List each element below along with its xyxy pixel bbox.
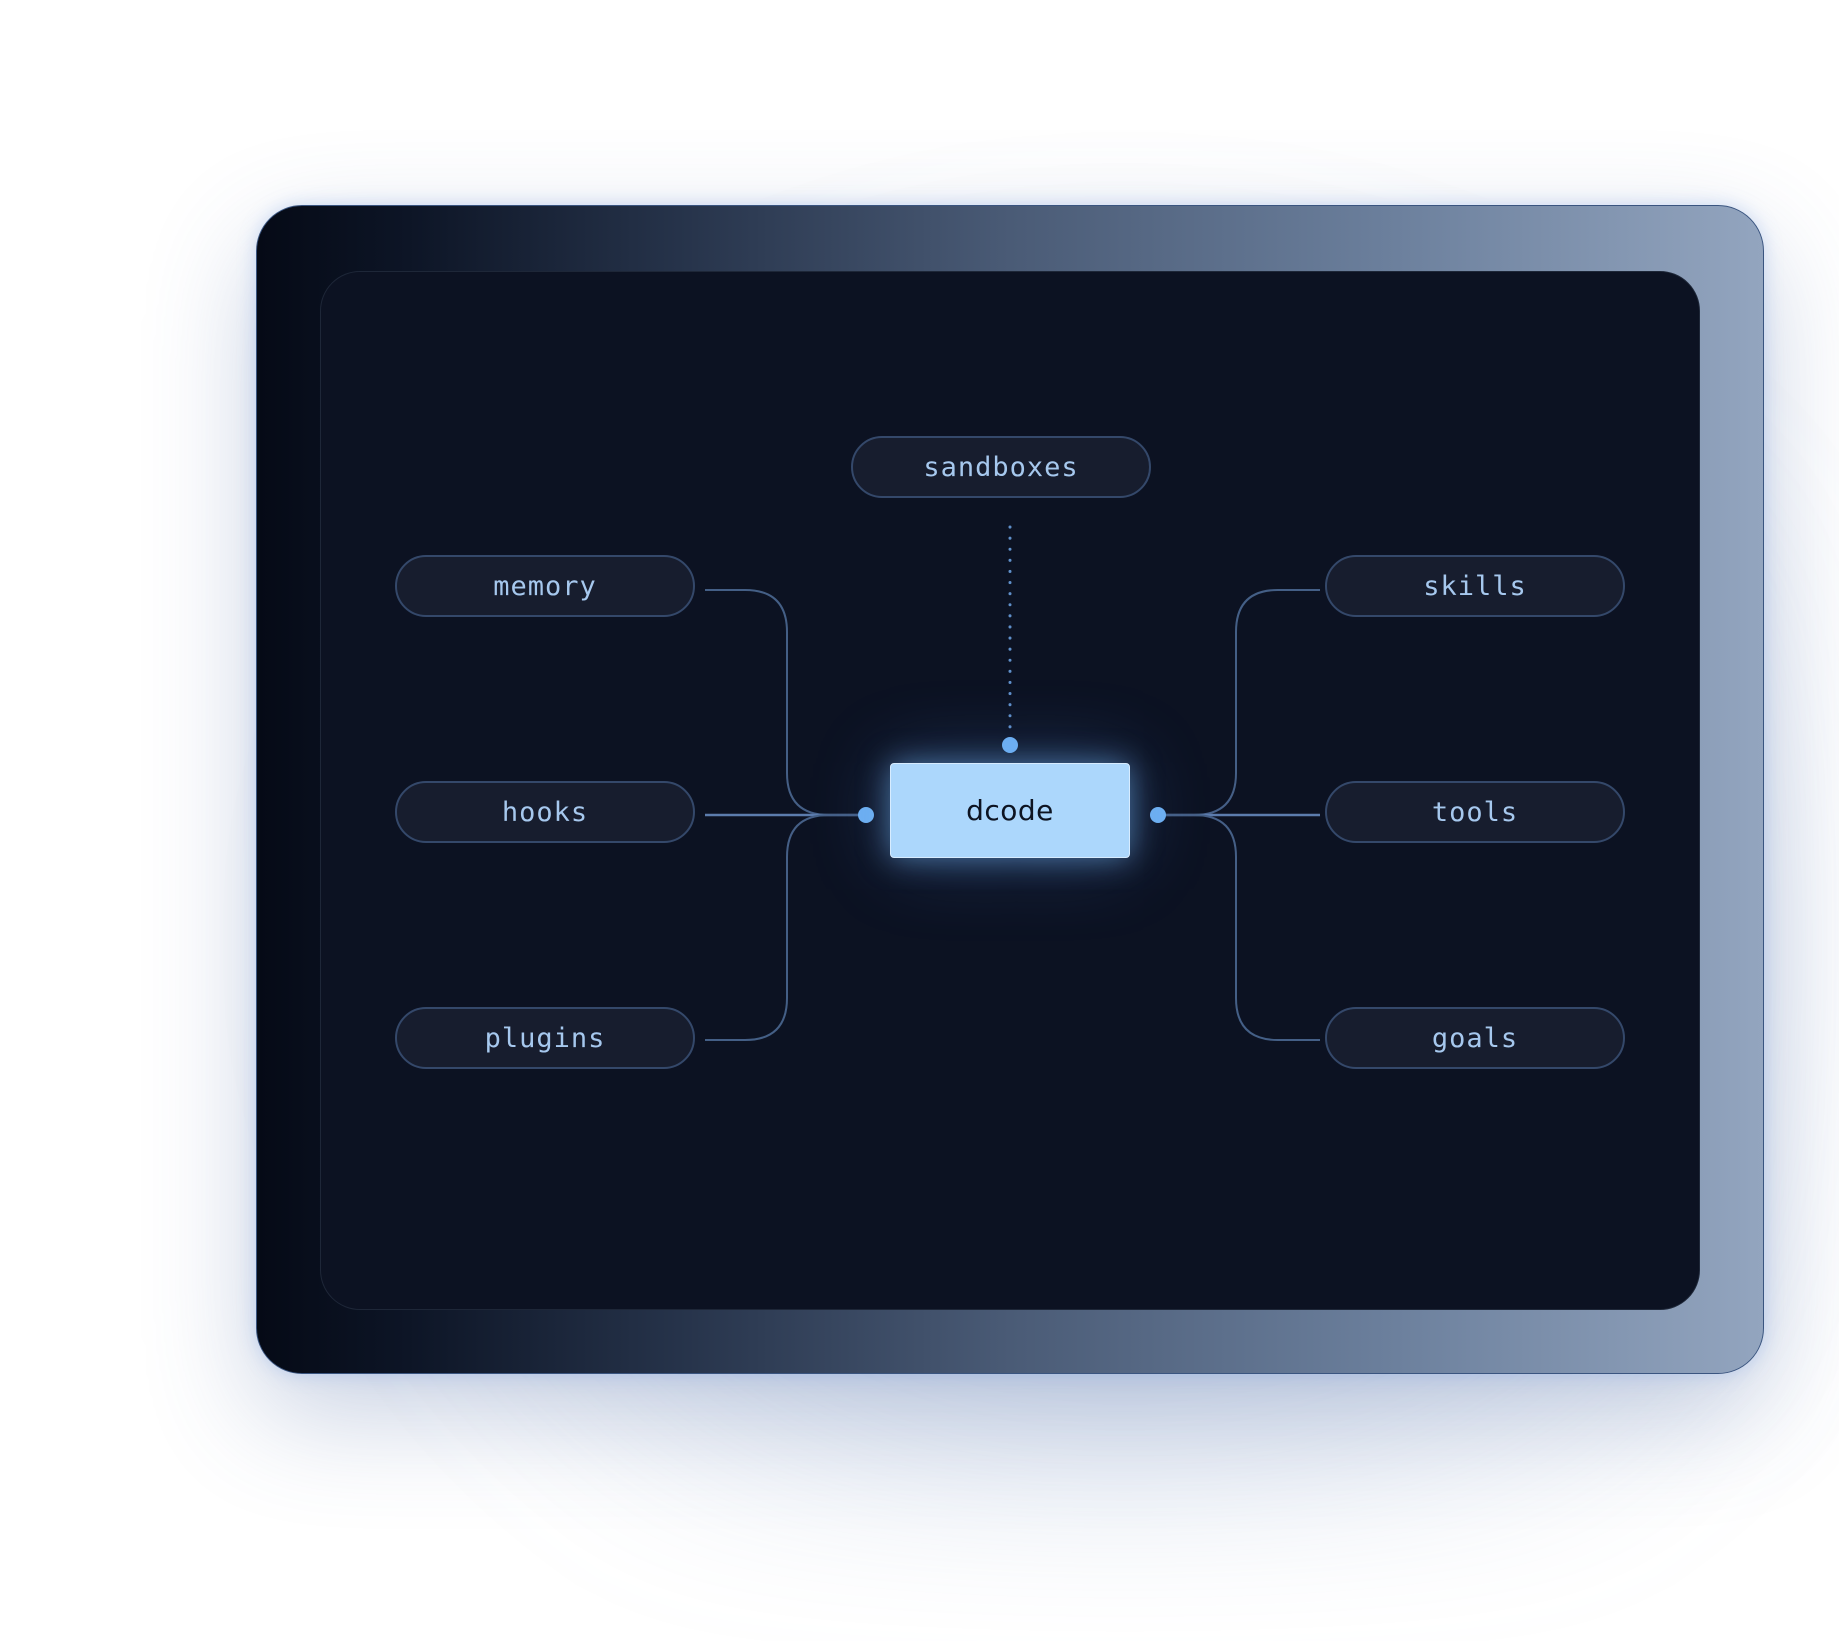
node-hooks-label: hooks [501, 796, 589, 828]
node-sandboxes[interactable]: sandboxes [851, 436, 1151, 498]
hub-node-dcode[interactable]: dcode [890, 763, 1130, 858]
node-skills[interactable]: skills [1325, 555, 1625, 617]
node-hooks[interactable]: hooks [395, 781, 695, 843]
connector-dot-top [1002, 737, 1018, 753]
connector-memory [705, 589, 866, 816]
connector-plugins [705, 814, 866, 1041]
node-memory-label: memory [493, 570, 597, 602]
hub-label: dcode [966, 794, 1054, 827]
node-skills-label: skills [1423, 570, 1527, 602]
node-memory[interactable]: memory [395, 555, 695, 617]
node-plugins[interactable]: plugins [395, 1007, 695, 1069]
connector-dot-right [1150, 807, 1166, 823]
connector-goals [1158, 814, 1320, 1041]
node-tools-label: tools [1431, 796, 1519, 828]
connector-dot-left [858, 807, 874, 823]
node-tools[interactable]: tools [1325, 781, 1625, 843]
node-sandboxes-label: sandboxes [923, 451, 1079, 483]
connector-skills [1158, 589, 1320, 816]
node-goals-label: goals [1431, 1022, 1519, 1054]
node-goals[interactable]: goals [1325, 1007, 1625, 1069]
node-plugins-label: plugins [484, 1022, 606, 1054]
